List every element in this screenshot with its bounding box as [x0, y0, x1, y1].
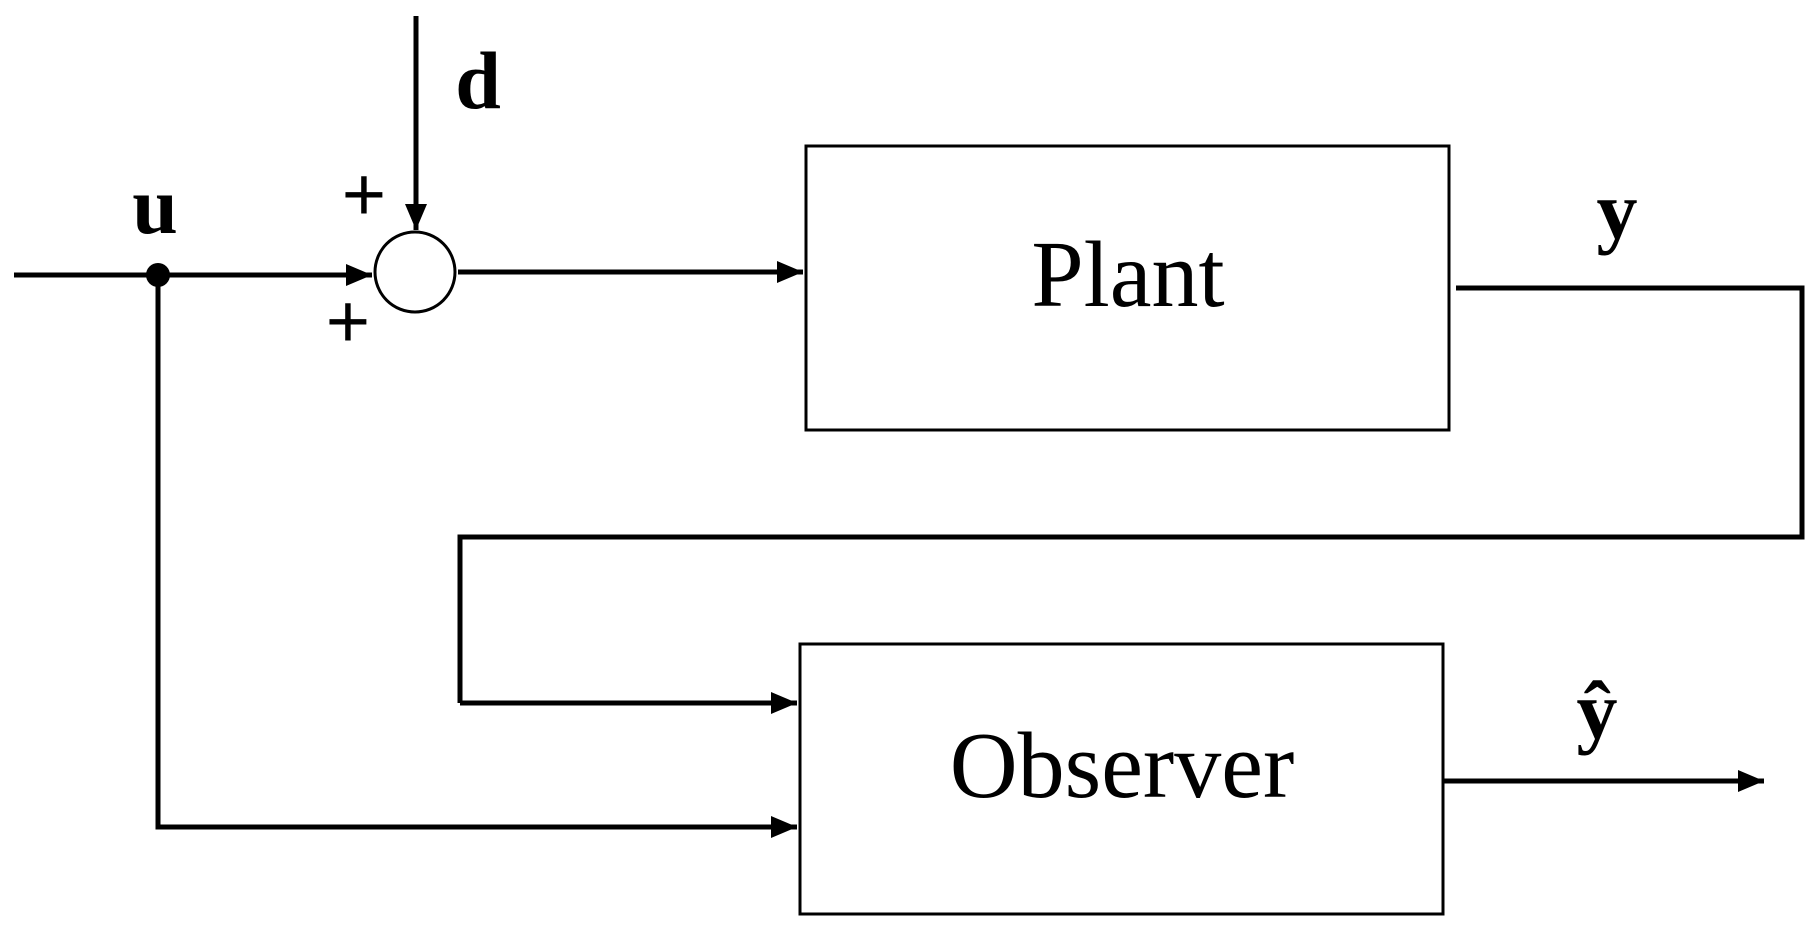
plant-label: Plant	[1031, 223, 1224, 327]
top-plus-sign: +	[342, 152, 386, 237]
u-branch-line	[155, 275, 700, 830]
output-y-label: y	[1597, 165, 1638, 256]
observer-label: Observer	[950, 714, 1295, 818]
summing-junction	[373, 230, 457, 314]
plant-block	[804, 144, 1451, 432]
left-plus-sign: +	[326, 279, 370, 364]
input-u-label: u	[132, 160, 178, 251]
plant-output-y-line	[457, 285, 1805, 703]
observer-block	[798, 642, 1445, 916]
disturbance-d-label: d	[455, 35, 501, 126]
estimate-y-hat-label: ŷ	[1577, 665, 1618, 756]
